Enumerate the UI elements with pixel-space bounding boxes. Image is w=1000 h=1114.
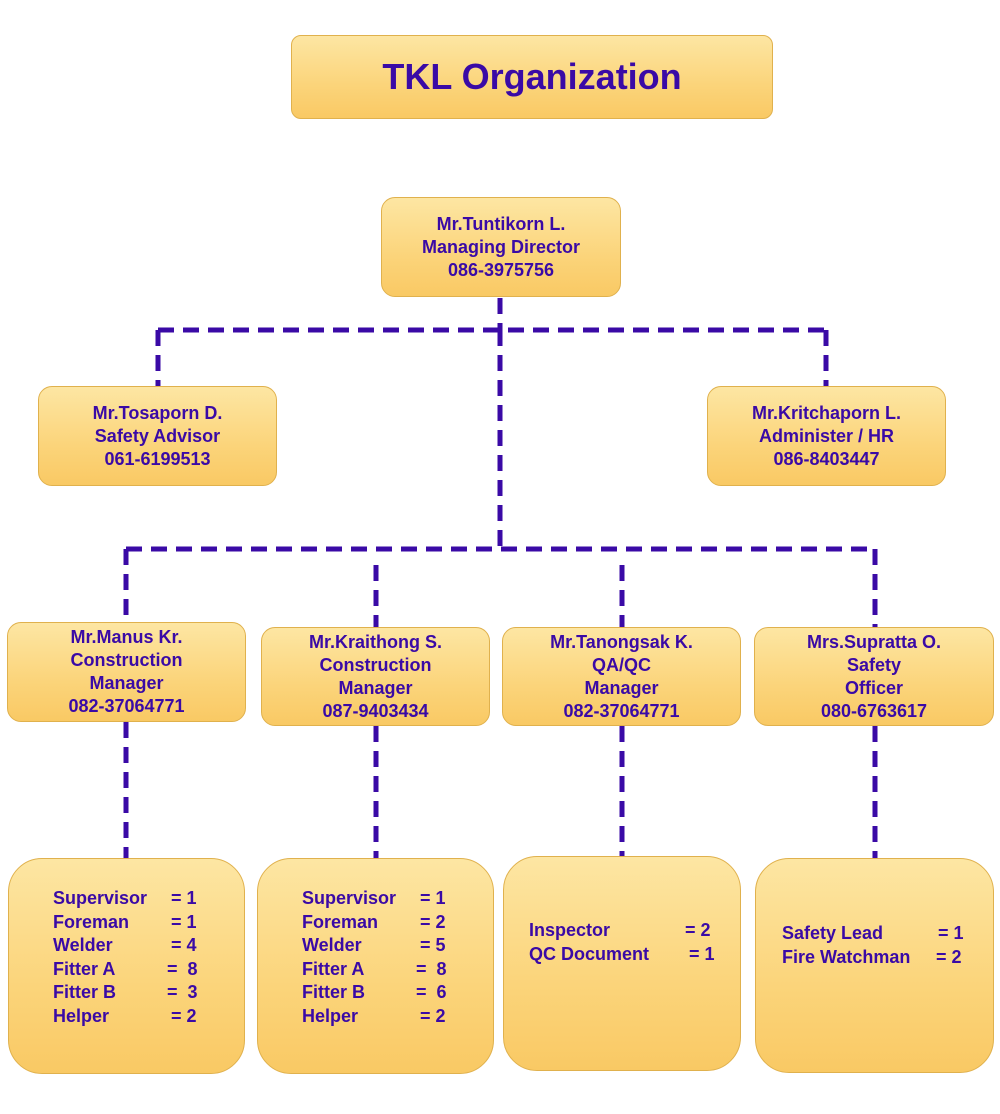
- team-row: Fitter B = 3: [53, 981, 213, 1005]
- team-list: Inspector = 2 QC Document = 1: [529, 919, 729, 966]
- node-phone: 086-8403447: [773, 448, 880, 469]
- node-manager-4: Mrs.Supratta O. Safety Officer 080-67636…: [754, 627, 994, 726]
- node-administer-hr: Mr.Kritchaporn L. Administer / HR 086-84…: [707, 386, 946, 486]
- chart-title: TKL Organization: [291, 35, 773, 119]
- team-role: Supervisor: [53, 888, 148, 908]
- team-box-4: Safety Lead = 1 Fire Watchman = 2: [755, 858, 994, 1073]
- node-manager-3: Mr.Tanongsak K. QA/QC Manager 082-370647…: [502, 627, 741, 726]
- node-role: Administer / HR: [758, 425, 895, 446]
- team-role: Foreman: [302, 911, 379, 932]
- team-list: Supervisor = 1 Foreman = 2 Welder = 5 Fitte…: [302, 887, 462, 1028]
- team-row: Fire Watchman = 2: [782, 946, 992, 970]
- team-count: = 1: [171, 888, 197, 908]
- team-row: Welder = 4: [53, 934, 213, 958]
- team-role: Helper: [53, 1005, 110, 1026]
- node-role: Manager: [338, 677, 413, 698]
- team-row: Fitter B = 6: [302, 981, 462, 1005]
- team-count: = 2: [936, 946, 962, 967]
- node-role: Safety: [846, 654, 902, 675]
- team-count: = 1: [689, 943, 715, 964]
- node-role: Manager: [584, 677, 659, 698]
- team-role: QC Document: [529, 943, 650, 964]
- team-count: = 3: [167, 982, 198, 1002]
- node-role: QA/QC: [591, 654, 651, 675]
- team-role: Fire Watchman: [782, 946, 911, 967]
- team-count: = 5: [420, 935, 446, 955]
- team-row: Fitter A = 8: [53, 958, 213, 982]
- team-count: = 8: [167, 958, 198, 979]
- node-name: Mr.Kraithong S.: [308, 631, 442, 652]
- team-row: Welder = 5: [302, 934, 462, 958]
- team-row: Foreman = 1: [53, 911, 213, 935]
- node-manager-2: Mr.Kraithong S. Construction Manager 087…: [261, 627, 490, 726]
- node-name: Mr.Kritchaporn L.: [751, 402, 901, 423]
- team-count: = 4: [171, 935, 197, 955]
- node-role: Managing Director: [421, 236, 581, 257]
- team-role: Welder: [53, 935, 113, 955]
- team-role: Foreman: [53, 911, 130, 932]
- team-box-3: Inspector = 2 QC Document = 1: [503, 856, 741, 1071]
- node-role: Safety Advisor: [94, 425, 221, 446]
- node-name: Mr.Tuntikorn L.: [436, 213, 566, 234]
- team-role: Helper: [302, 1005, 359, 1026]
- team-row: QC Document = 1: [529, 943, 729, 967]
- node-phone: 080-6763617: [820, 700, 928, 721]
- node-manager-1: Mr.Manus Kr. Construction Manager 082-37…: [7, 622, 246, 722]
- team-role: Fitter B: [302, 982, 365, 1002]
- team-role: Inspector: [529, 920, 611, 940]
- team-row: Helper = 2: [302, 1005, 462, 1029]
- node-safety-advisor: Mr.Tosaporn D. Safety Advisor 061-619951…: [38, 386, 277, 486]
- node-role: Construction: [319, 654, 432, 675]
- team-role: Fitter A: [302, 958, 365, 979]
- node-phone: 082-37064771: [68, 696, 185, 716]
- team-role: Safety Lead: [782, 923, 884, 943]
- team-row: Supervisor = 1: [302, 887, 462, 911]
- team-row: Fitter A = 8: [302, 958, 462, 982]
- team-row: Helper = 2: [53, 1005, 213, 1029]
- node-phone: 061-6199513: [104, 448, 211, 469]
- team-count: = 6: [416, 982, 447, 1002]
- team-role: Supervisor: [302, 888, 397, 908]
- node-role: Manager: [89, 673, 164, 693]
- node-phone: 086-3975756: [447, 259, 555, 280]
- team-row: Inspector = 2: [529, 919, 729, 943]
- node-name: Mrs.Supratta O.: [806, 631, 942, 652]
- team-row: Supervisor = 1: [53, 887, 213, 911]
- team-count: = 2: [420, 1005, 446, 1026]
- node-name: Mr.Tosaporn D.: [92, 402, 223, 423]
- team-count: = 8: [416, 958, 447, 979]
- team-count: = 1: [420, 888, 446, 908]
- team-count: = 2: [171, 1005, 197, 1026]
- team-count: = 1: [171, 911, 197, 932]
- team-count: = 1: [938, 923, 964, 943]
- node-phone: 082-37064771: [563, 700, 680, 721]
- team-role: Fitter A: [53, 958, 116, 979]
- team-role: Welder: [302, 935, 362, 955]
- team-row: Safety Lead = 1: [782, 922, 992, 946]
- node-role: Construction: [70, 650, 183, 670]
- team-count: = 2: [420, 911, 446, 932]
- team-count: = 2: [685, 920, 711, 940]
- team-list: Safety Lead = 1 Fire Watchman = 2: [782, 922, 992, 969]
- node-managing-director: Mr.Tuntikorn L. Managing Director 086-39…: [381, 197, 621, 297]
- node-name: Mr.Tanongsak K.: [550, 631, 693, 652]
- node-role: Officer: [844, 677, 904, 698]
- team-box-2: Supervisor = 1 Foreman = 2 Welder = 5 Fitte…: [257, 858, 494, 1074]
- team-box-1: Supervisor = 1 Foreman = 1 Welder = 4 Fitte…: [8, 858, 245, 1074]
- team-list: Supervisor = 1 Foreman = 1 Welder = 4 Fitte…: [53, 887, 213, 1028]
- team-role: Fitter B: [53, 982, 116, 1002]
- node-phone: 087-9403434: [322, 700, 429, 721]
- team-row: Foreman = 2: [302, 911, 462, 935]
- node-name: Mr.Manus Kr.: [70, 627, 183, 647]
